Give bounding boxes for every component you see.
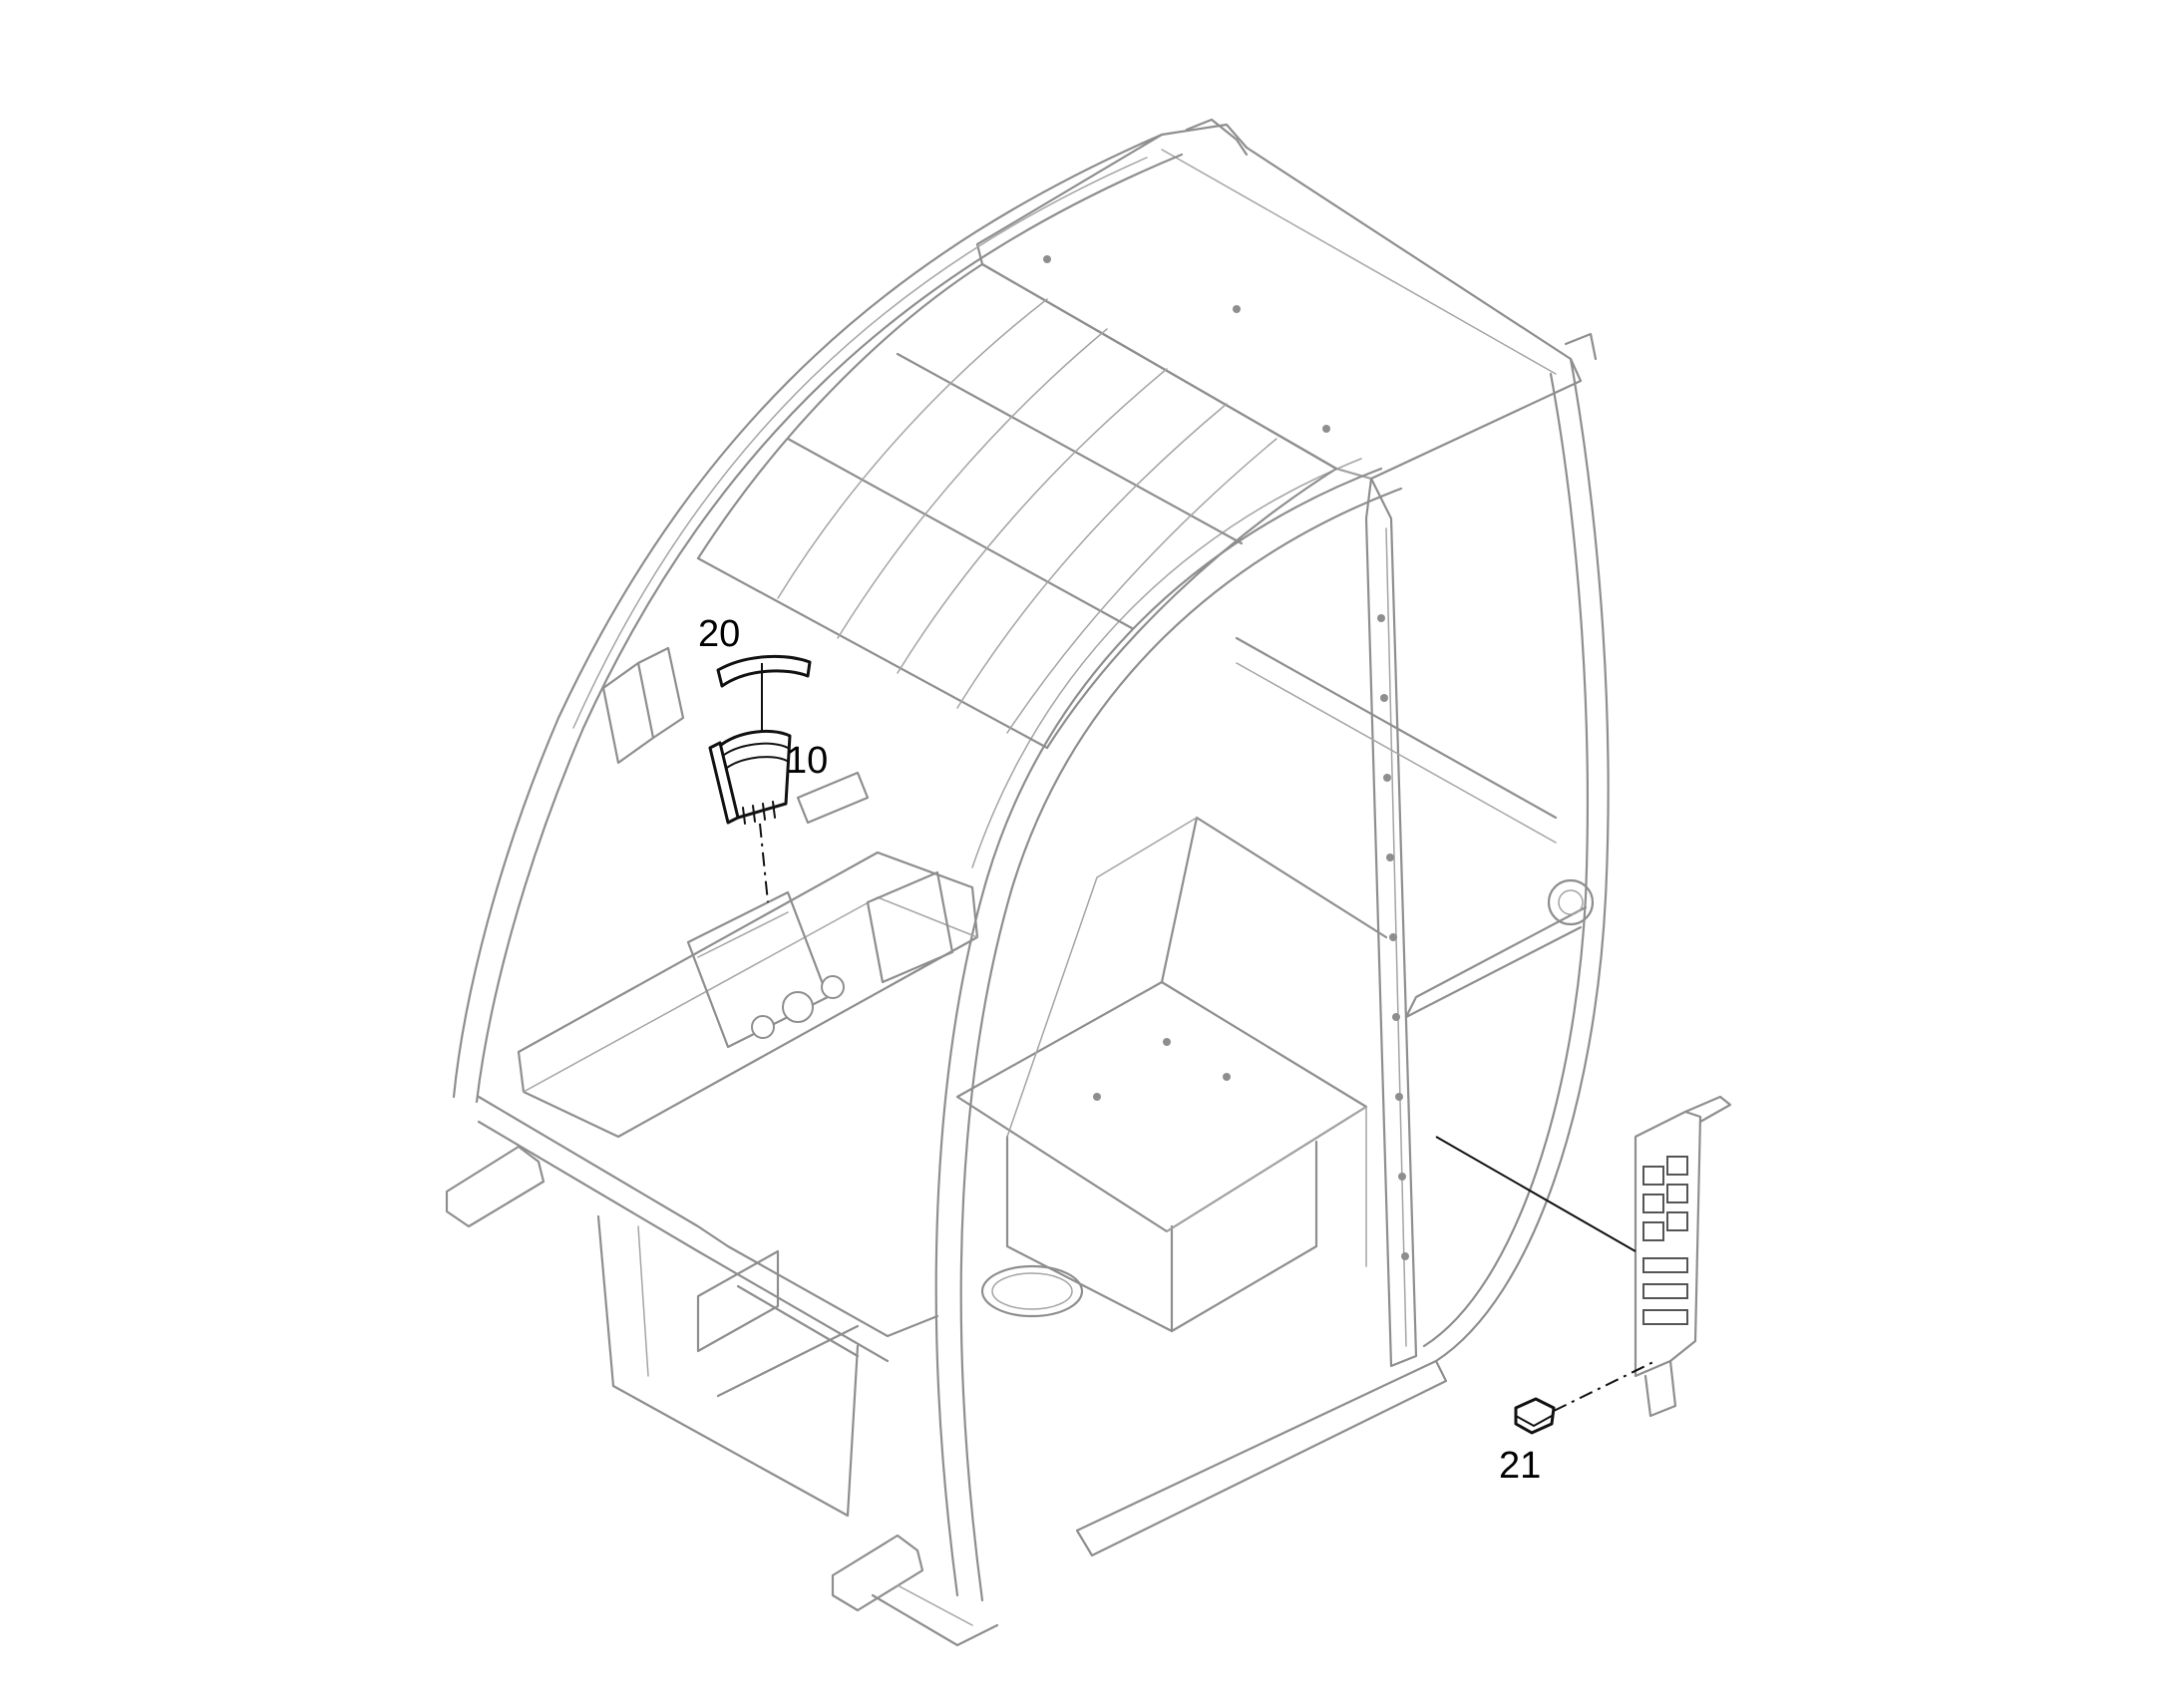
front-left-foot bbox=[445, 1145, 545, 1228]
cab-frame bbox=[445, 118, 1610, 1647]
callout-21: 21 bbox=[1499, 1445, 1541, 1487]
fuse-relay-board bbox=[1634, 1095, 1732, 1418]
leader-lines bbox=[759, 663, 1656, 1412]
front-arch-right bbox=[934, 467, 1383, 1597]
callout-20: 20 bbox=[698, 613, 740, 655]
rivets bbox=[1043, 255, 1409, 1260]
callout-10: 10 bbox=[786, 740, 828, 782]
part-10-pins bbox=[742, 801, 776, 825]
part-20-cover bbox=[716, 654, 812, 688]
part-21-fuse bbox=[1514, 1397, 1556, 1435]
lower-left-structure bbox=[477, 1095, 939, 1338]
floor-panel bbox=[955, 980, 1368, 1233]
part-10-switch bbox=[708, 729, 792, 825]
roof-panel bbox=[975, 123, 1583, 481]
dashboard bbox=[517, 851, 979, 1139]
front-arch-left bbox=[452, 133, 1164, 1099]
door-post bbox=[1364, 477, 1418, 1368]
front-right-foot bbox=[831, 1534, 924, 1612]
roof-window-grid bbox=[696, 262, 1338, 750]
rear-right-pillar bbox=[1434, 357, 1610, 1363]
door-sill bbox=[1075, 1359, 1448, 1557]
